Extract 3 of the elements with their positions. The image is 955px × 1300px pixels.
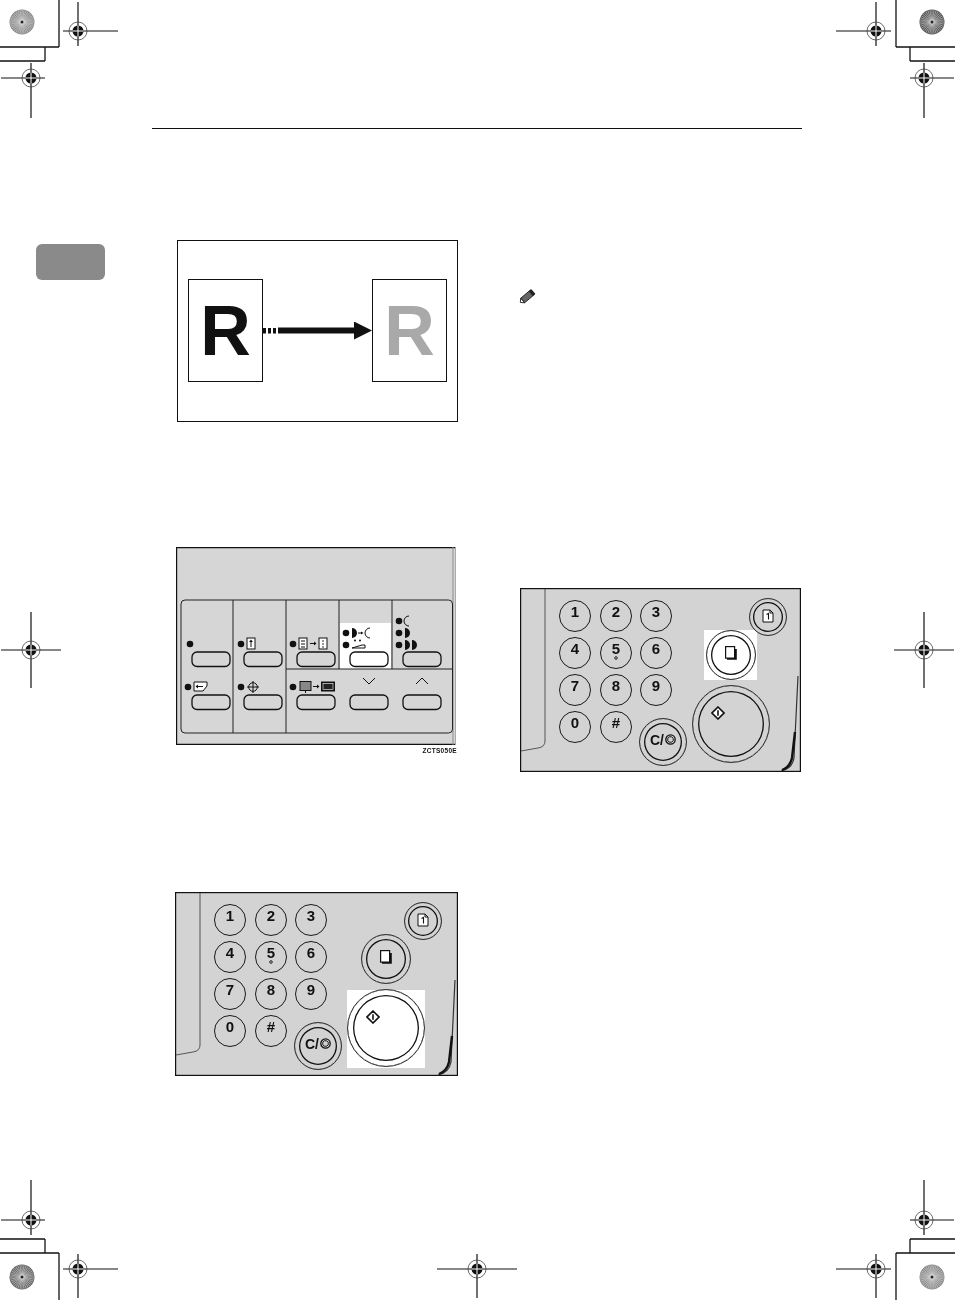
paper-sheet: R [188, 279, 263, 382]
paper-sheet: R [372, 279, 447, 382]
arrow [263, 321, 372, 340]
